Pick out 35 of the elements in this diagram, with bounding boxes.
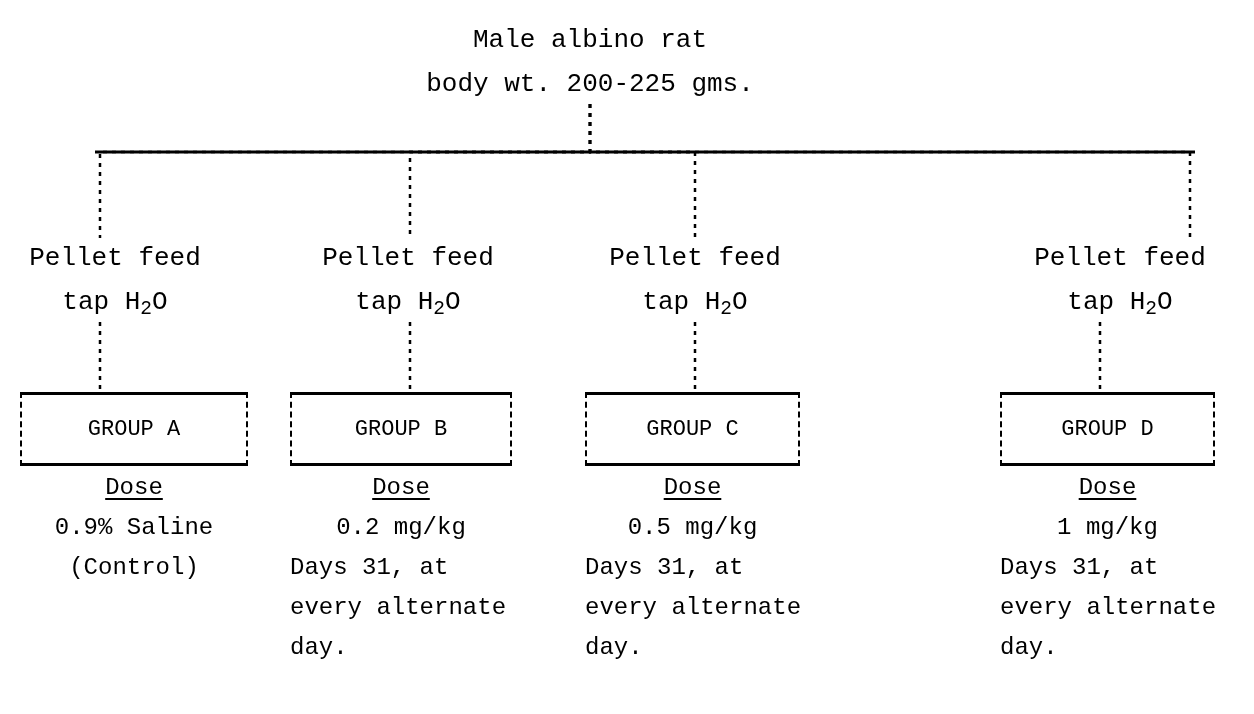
node-text: body wt. 200-225 gms.: [426, 68, 754, 101]
dose-text: 0.5 mg/kg: [627, 513, 758, 543]
node-text: Male albino rat: [472, 24, 707, 57]
node-text: tap H$_{2}$O: [62, 286, 168, 320]
node-text: tap H$_{2}$O: [1067, 286, 1173, 320]
dose-heading: Dose: [372, 473, 430, 503]
group-box: [1000, 392, 1215, 466]
dose-text: Days 31, at every alternate day.: [584, 553, 803, 663]
group-label: GROUP D: [1061, 415, 1154, 444]
dose-text: (Control): [69, 553, 199, 583]
group-label: GROUP C: [646, 415, 739, 444]
group-box: [585, 392, 800, 466]
dose-text: 0.2 mg/kg: [336, 513, 466, 543]
dose-heading: Dose: [1078, 473, 1137, 503]
group-label: GROUP B: [354, 415, 448, 444]
node-text: Pellet feed: [322, 242, 494, 275]
dose-heading: Dose: [663, 473, 722, 503]
node-text: Pellet feed: [609, 242, 781, 275]
dose-heading: Dose: [105, 473, 163, 503]
dose-text: Days 31, at every alternate day.: [999, 553, 1218, 663]
connector-line: [588, 104, 1192, 238]
group-box: [290, 392, 512, 466]
dose-text: Days 31, at every alternate day.: [289, 553, 508, 663]
node-text: Pellet feed: [29, 242, 201, 275]
node-text: Pellet feed: [1034, 242, 1206, 275]
node-text: tap H$_{2}$O: [642, 286, 748, 320]
node-text: tap H$_{2}$O: [355, 286, 461, 320]
group-box: [20, 392, 248, 466]
dose-text: 0.9% Saline: [54, 513, 214, 543]
connector-line: [693, 322, 697, 392]
dose-text: 1 mg/kg: [1057, 513, 1158, 543]
group-label: GROUP A: [87, 415, 181, 444]
connector-line: [98, 322, 102, 392]
connector-line: [1098, 322, 1102, 392]
connector-line: [408, 322, 412, 392]
